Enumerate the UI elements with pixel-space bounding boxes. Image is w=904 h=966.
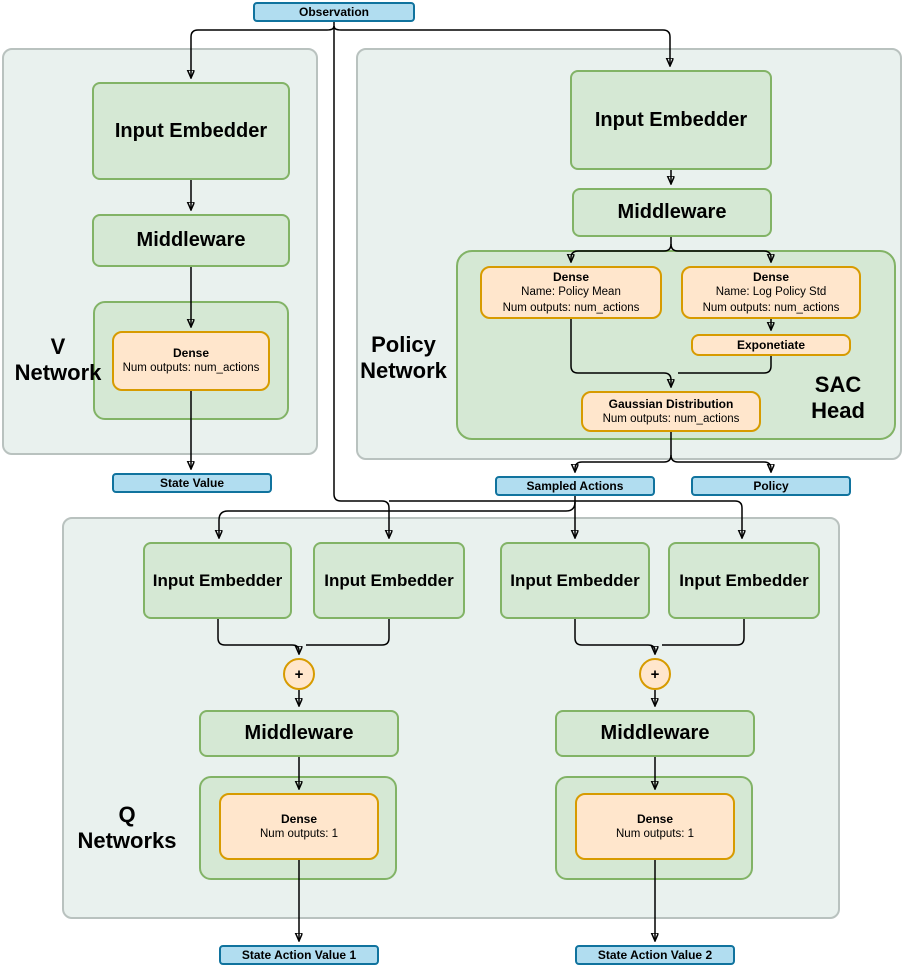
v-input-embedder-node: Input Embedder	[92, 82, 290, 180]
policy-network-label: Policy Network	[360, 331, 447, 383]
state-value-node: State Value	[112, 473, 272, 493]
q-middleware-2: Middleware	[555, 710, 755, 757]
dense-policy-mean-node: Dense Name: Policy Mean Num outputs: num…	[480, 266, 662, 319]
q-dense-2: Dense Num outputs: 1	[575, 793, 735, 860]
v-dense-node: Dense Num outputs: num_actions	[112, 331, 270, 391]
q-dense-1-outputs: Num outputs: 1	[260, 827, 338, 840]
policy-node: Policy	[691, 476, 851, 496]
q-dense-2-title: Dense	[636, 811, 674, 826]
dense-log-policy-std-outputs: Num outputs: num_actions	[702, 301, 840, 314]
q-dense-1: Dense Num outputs: 1	[219, 793, 379, 860]
q-input-embedder-3: Input Embedder	[500, 542, 650, 619]
dense-policy-mean-outputs: Num outputs: num_actions	[502, 301, 640, 314]
gaussian-distribution-node: Gaussian Distribution Num outputs: num_a…	[581, 391, 761, 432]
policy-input-embedder-node: Input Embedder	[570, 70, 772, 170]
v-network-label: V Network	[14, 333, 102, 385]
exponentiate-label: Exponetiate	[736, 337, 805, 352]
gaussian-title: Gaussian Distribution	[608, 396, 734, 411]
state-action-value-2-node: State Action Value 2	[575, 945, 735, 965]
observation-node: Observation	[253, 2, 415, 22]
gaussian-outputs: Num outputs: num_actions	[602, 412, 740, 425]
q-input-embedder-4: Input Embedder	[668, 542, 820, 619]
q-input-embedder-1: Input Embedder	[143, 542, 292, 619]
q-input-embedder-2: Input Embedder	[313, 542, 465, 619]
v-dense-title: Dense	[172, 346, 210, 361]
plus-merge-1: +	[283, 658, 315, 690]
q-dense-2-outputs: Num outputs: 1	[616, 827, 694, 840]
dense-log-policy-std-name: Name: Log Policy Std	[715, 286, 827, 299]
q-middleware-1: Middleware	[199, 710, 399, 757]
policy-middleware-node: Middleware	[572, 188, 772, 237]
state-action-value-1-node: State Action Value 1	[219, 945, 379, 965]
dense-policy-mean-title: Dense	[552, 269, 590, 284]
dense-log-policy-std-node: Dense Name: Log Policy Std Num outputs: …	[681, 266, 861, 319]
v-dense-outputs: Num outputs: num_actions	[122, 362, 260, 375]
exponentiate-node: Exponetiate	[691, 334, 851, 356]
dense-policy-mean-name: Name: Policy Mean	[521, 286, 621, 299]
v-middleware-node: Middleware	[92, 214, 290, 267]
plus-merge-2: +	[639, 658, 671, 690]
sac-head-label: SAC Head	[811, 371, 865, 423]
q-dense-1-title: Dense	[280, 811, 318, 826]
dense-log-policy-std-title: Dense	[752, 269, 790, 284]
sampled-actions-node: Sampled Actions	[495, 476, 655, 496]
q-networks-label: Q Networks	[77, 801, 177, 853]
